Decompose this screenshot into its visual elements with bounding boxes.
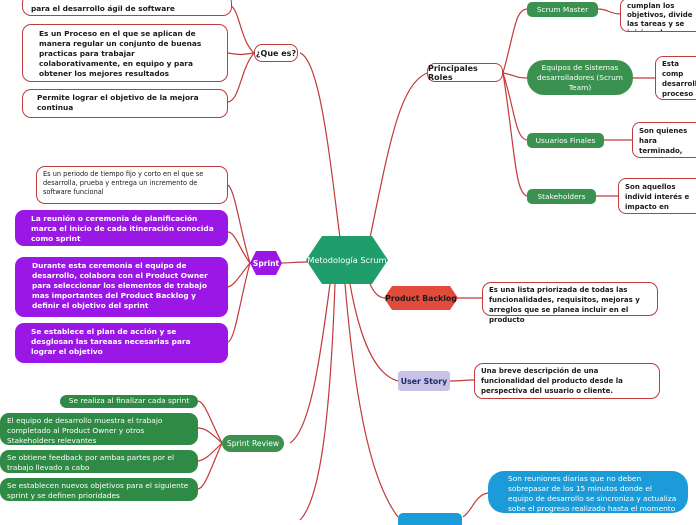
- role-scrum-team[interactable]: Equipos de Sistemas desarrolladores (Scr…: [527, 60, 633, 95]
- sprint-review-item-4: Se establecen nuevos objetivos para el s…: [0, 478, 198, 501]
- edge-central-userstory: [349, 283, 399, 382]
- sprint-review-item-2: El equipo de desarrollo muestra el traba…: [0, 413, 198, 445]
- product-backlog-shape: [384, 286, 458, 310]
- role-scrum-master-desc: cumplan los objetivos, divide las tareas…: [620, 0, 696, 32]
- edge-central-roles: [369, 72, 428, 239]
- role-scrum-team-desc: Esta comp desarrolla proceso d mejoras: [655, 56, 696, 100]
- branch-product-backlog[interactable]: Product Backlog: [384, 286, 458, 310]
- sprint-item-2: La reunión o ceremonia de planificación …: [15, 210, 228, 246]
- que-es-item-2: Es un Proceso en el que se aplican de ma…: [22, 24, 228, 82]
- branch-principales-roles[interactable]: Principales Roles: [427, 63, 503, 82]
- edge-central-bottom: [299, 283, 336, 520]
- role-usuarios-finales-desc: Son quienes hara terminado, realiz funci…: [632, 122, 696, 158]
- role-stakeholders-desc: Son aquellos individ interés e impacto e…: [618, 178, 696, 214]
- sprint-item-3: Durante esta ceremonia el equipo de desa…: [15, 257, 228, 317]
- branch-sprint[interactable]: Sprint: [250, 251, 282, 275]
- role-stakeholders[interactable]: Stakeholders: [527, 189, 596, 204]
- sprint-shape: [250, 251, 282, 275]
- branch-user-story[interactable]: User Story: [398, 371, 450, 391]
- user-story-label: User Story: [400, 376, 448, 386]
- role-usuarios-finales[interactable]: Usuarios Finales: [527, 133, 604, 148]
- branch-daily-stub[interactable]: [398, 513, 462, 525]
- user-story-desc: Una breve descripción de una funcionalid…: [474, 363, 660, 399]
- sprint-item-4: Se establece el plan de acción y se desg…: [15, 323, 228, 363]
- sprint-review-item-1: Se realiza al finalizar cada sprint: [60, 395, 198, 408]
- central-topic-shape: [306, 236, 388, 284]
- product-backlog-label: Product Backlog: [385, 293, 457, 303]
- branch-que-es[interactable]: ¿Que es?: [254, 44, 298, 62]
- branch-sprint-review[interactable]: Sprint Review: [222, 435, 284, 452]
- que-es-item-3: Permite lograr el objetivo de la mejora …: [22, 89, 228, 118]
- sprint-label: Sprint: [252, 258, 280, 268]
- sprint-review-item-3: Se obtiene feedback por ambas partes por…: [0, 450, 198, 473]
- sprint-item-1: Es un periodo de tiempo fijo y corto en …: [36, 166, 228, 204]
- role-scrum-master[interactable]: Scrum Master: [527, 2, 598, 17]
- edge-central-que-es: [299, 52, 341, 239]
- product-backlog-desc: Es una lista priorizada de todas las fun…: [482, 282, 658, 324]
- central-topic[interactable]: Metodología Scrum: [306, 236, 388, 284]
- central-topic-label: Metodología Scrum: [307, 255, 387, 265]
- edge-central-sprint-review: [289, 283, 331, 444]
- daily-desc: Son reuniones diarias que no deben sobre…: [488, 471, 688, 513]
- edge-central-daily: [344, 283, 399, 518]
- que-es-item-1: para el desarrollo ágil de software: [22, 0, 232, 16]
